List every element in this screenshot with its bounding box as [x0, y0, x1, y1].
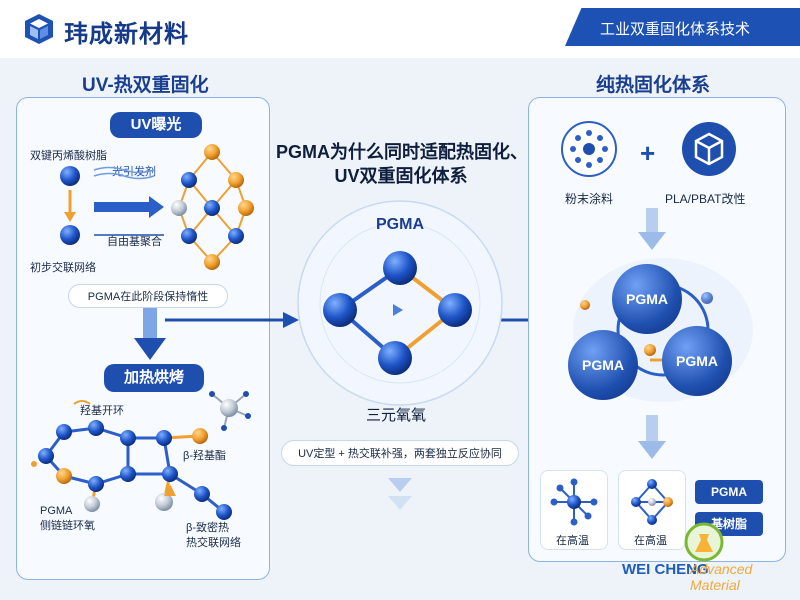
brand-name: 玮成新材料 [64, 21, 189, 48]
polymerize-arrow-body [94, 202, 149, 212]
right-section-title: 纯热固化体系 [596, 75, 711, 96]
pgma-side-label: PGMA 侧链链环氧 [40, 505, 95, 532]
latent-note-pill: PGMA在此阶段保持惰性 [68, 284, 228, 308]
watermark-brand: WEI CHENG [622, 561, 709, 578]
dense-network-label: β-致密热 热交联网络 [186, 522, 241, 549]
pgma-node-left: PGMA [568, 330, 638, 400]
hydroxyl-label: 羟基开环 [80, 405, 124, 417]
pgma-node-right: PGMA [662, 326, 732, 396]
banner-title: 工业双重固化体系技术 [600, 21, 751, 38]
watermark-logo-icon [684, 522, 724, 562]
up-arrow-icon [164, 484, 176, 496]
watermark-subtitle: Advanced Material [690, 561, 753, 593]
banner-background [565, 8, 800, 46]
high-temp-label-2: 在高温 [634, 535, 667, 547]
box-package-icon [682, 122, 736, 176]
monomer-sphere-bottom [60, 225, 80, 245]
uv-exposure-pill: UV曝光 [110, 112, 202, 138]
down-arrow-icon [134, 308, 166, 360]
network-label: 初步交联网络 [30, 262, 96, 274]
legend-pgma: PGMA [695, 480, 763, 504]
thermal-reaction-diagram [31, 391, 251, 520]
hydroxyl-node [220, 399, 238, 417]
right-arrow-icon [165, 312, 299, 328]
pgma-node-top: PGMA [612, 264, 682, 334]
powder-coating-label: 粉末涂料 [565, 192, 614, 206]
bake-pill: 加热烘烤 [104, 364, 204, 392]
cube-logo-icon [25, 14, 53, 44]
uv-reaction-diagram [60, 144, 254, 270]
powder-coating-icon [561, 121, 617, 177]
down-arrow-icon [64, 212, 76, 222]
center-question: PGMA为什么同时适配热固化、 UV双重固化体系 [276, 142, 528, 186]
pgma-circle-diagram [297, 200, 503, 406]
summary-pill: UV定型 + 热交联补强，两套独立反应协同 [281, 440, 519, 466]
crosslink-network-icon [631, 479, 673, 525]
plus-icon: + [640, 138, 656, 168]
ternary-label: 三元氧氧 [366, 407, 427, 424]
right-arrow-icon [393, 304, 403, 316]
beta-ester-label: β-羟基酯 [183, 450, 226, 462]
left-section-title: UV-热双重固化 [82, 75, 209, 96]
acrylate-label: 双键丙烯酸树脂 [30, 150, 107, 162]
pgma-center-label: PGMA [376, 216, 424, 233]
down-arrow-icon [638, 208, 666, 250]
radical-label: 自由基聚合 [107, 236, 162, 248]
monomer-sphere-top [60, 166, 80, 186]
molecule-network-icon [550, 478, 598, 526]
down-chevron-icon [388, 478, 412, 510]
pla-pbat-label: PLA/PBAT改性 [665, 192, 746, 206]
right-arrow-icon [149, 196, 164, 218]
high-temp-label-1: 在高温 [556, 535, 589, 547]
down-arrow-icon [638, 415, 666, 459]
